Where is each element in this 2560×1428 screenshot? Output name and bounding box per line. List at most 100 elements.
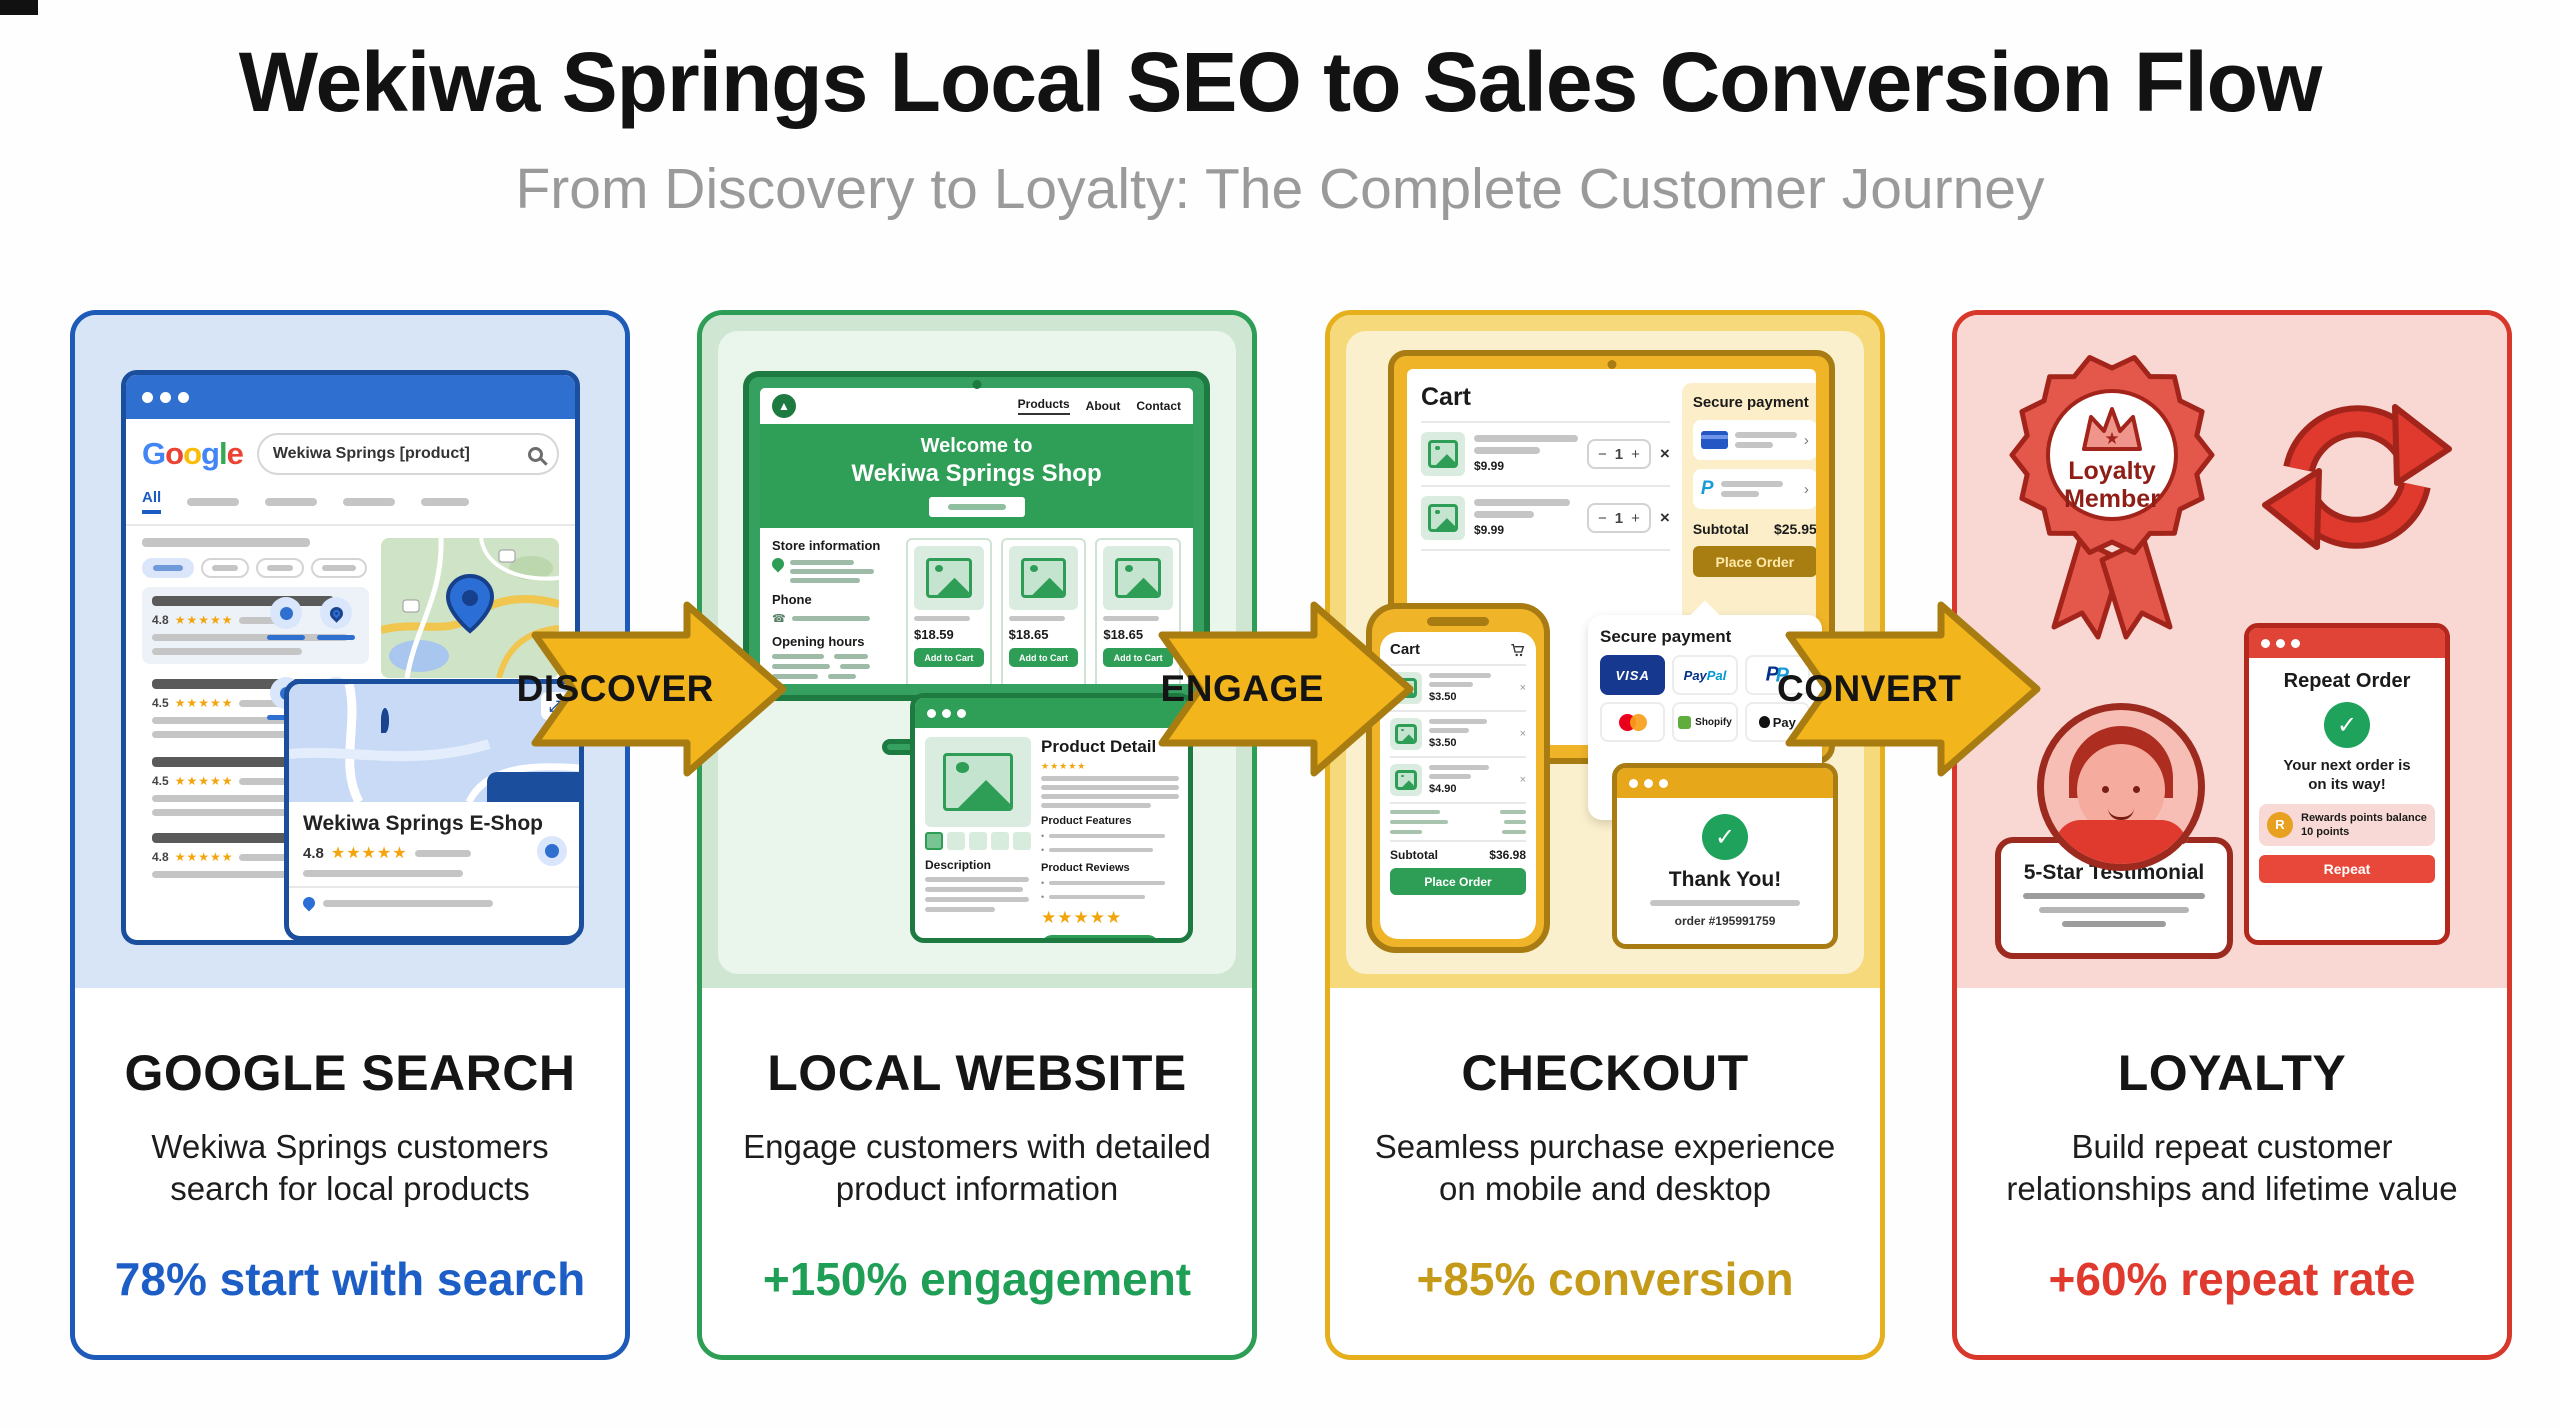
- product-image-placeholder: [1008, 546, 1079, 610]
- chevron-right-icon: ›: [1803, 480, 1809, 498]
- panel-stat: +85% conversion: [1416, 1253, 1794, 1306]
- arrow-engage-label: ENGAGE: [1160, 668, 1324, 709]
- rating-stars-icon: ★★★★★: [1041, 761, 1087, 771]
- product-card[interactable]: $18.65 Add to Cart: [1095, 538, 1182, 684]
- rating-value: 4.8: [152, 613, 169, 627]
- eshop-map[interactable]: ⤢: [289, 684, 579, 802]
- search-result-row[interactable]: 4.8 ★★★★★: [142, 829, 369, 882]
- product-card[interactable]: $18.59 Add to Cart: [906, 538, 992, 684]
- location-pin-icon: [300, 894, 318, 912]
- map-pin-icon: [381, 708, 389, 733]
- nav-contact[interactable]: Contact: [1136, 399, 1181, 413]
- quantity-stepper[interactable]: − 1 +: [1587, 439, 1651, 469]
- repeat-order-window: Repeat Order ✓ Your next order is on its…: [2244, 623, 2450, 945]
- visa-logo[interactable]: VISA: [1600, 655, 1666, 695]
- directions-action[interactable]: [317, 597, 355, 640]
- store-info-heading: Store information: [772, 538, 881, 553]
- product-detail-window: Description Product Detail ★★★★★ Produ: [910, 693, 1193, 943]
- google-logo-letter: g: [201, 436, 220, 471]
- panel-description: Engage customers with detailed product i…: [743, 1128, 1211, 1208]
- plus-icon[interactable]: +: [1631, 445, 1640, 463]
- panel-title: LOCAL WEBSITE: [767, 1045, 1187, 1101]
- add-to-cart-button[interactable]: Add to Cart: [914, 648, 984, 667]
- nav-products[interactable]: Products: [1017, 397, 1070, 415]
- thumbnail-row[interactable]: [925, 832, 1031, 850]
- shop-logo-icon: ▲: [772, 394, 796, 418]
- plus-icon[interactable]: +: [1631, 509, 1640, 527]
- secure-payment-heading: Secure payment: [1600, 627, 1732, 646]
- filter-chip[interactable]: [142, 558, 194, 578]
- window-dot-icon: [2276, 638, 2285, 648]
- eshop-map-card[interactable]: ⤢ Wekiwa Springs E-Shop 4.8 ★★★★★: [284, 679, 584, 941]
- add-to-cart-button[interactable]: Add to Cart: [1008, 648, 1079, 667]
- shopify-logo[interactable]: Shopify: [1672, 702, 1738, 742]
- search-result-row[interactable]: 4.5 ★★★★★: [142, 753, 369, 820]
- window-dot-icon: [942, 708, 951, 718]
- search-input[interactable]: Wekiwa Springs [product]: [256, 433, 559, 475]
- website-action[interactable]: [267, 597, 305, 640]
- paypal-text: Pal: [1706, 667, 1727, 683]
- place-order-button[interactable]: Place Order: [1692, 546, 1816, 577]
- tab-placeholder[interactable]: [343, 497, 396, 506]
- panel-stat: 78% start with search: [114, 1253, 586, 1306]
- remove-item-icon[interactable]: ×: [1519, 682, 1526, 694]
- browser-titlebar: [126, 375, 575, 419]
- product-card[interactable]: $18.65 Add to Cart: [1000, 538, 1087, 684]
- search-result-row[interactable]: 4.8 ★★★★★: [142, 587, 369, 664]
- add-to-cart-button[interactable]: Add to Cart: [1041, 935, 1159, 938]
- filter-chip[interactable]: [311, 558, 367, 578]
- panel-title: LOYALTY: [2117, 1045, 2347, 1101]
- detail-title: Product Detail: [1041, 737, 1157, 756]
- paypal-p-logo[interactable]: P P: [1744, 655, 1810, 695]
- globe-icon[interactable]: [270, 597, 302, 629]
- filter-chip[interactable]: [256, 558, 304, 578]
- badge-line2: Member: [2064, 485, 2160, 513]
- panel-loyalty: ★ Loyalty Member: [1952, 310, 2512, 1360]
- search-icon[interactable]: [528, 446, 543, 462]
- panel-title: CHECKOUT: [1461, 1045, 1749, 1101]
- checkout-caption: CHECKOUT Seamless purchase experience on…: [1330, 988, 1880, 1355]
- directions-icon[interactable]: [537, 836, 567, 866]
- website-screen: ▲ Products About Contact Welcome to Weki…: [760, 388, 1193, 684]
- map-image[interactable]: [381, 538, 559, 678]
- hero-cta-button[interactable]: [928, 497, 1025, 517]
- place-order-button[interactable]: Place Order: [1390, 868, 1526, 895]
- google-logo: Google: [142, 436, 244, 472]
- remove-item-icon[interactable]: ×: [1519, 774, 1526, 786]
- thank-you-window: ✓ Thank You! order #195991759: [1612, 763, 1838, 949]
- product-price: $18.65: [1008, 627, 1049, 642]
- tab-all[interactable]: All: [142, 489, 162, 514]
- arrow-shape: [1785, 601, 2041, 777]
- tab-placeholder[interactable]: [421, 497, 470, 506]
- payment-method-card[interactable]: ›: [1692, 420, 1816, 460]
- phone-icon: ☎: [772, 613, 786, 625]
- quantity-stepper[interactable]: − 1 +: [1587, 503, 1651, 533]
- desktop-monitor: ▲ Products About Contact Welcome to Weki…: [743, 371, 1210, 701]
- item-price: $3.50: [1429, 691, 1457, 703]
- mastercard-logo[interactable]: [1600, 702, 1666, 742]
- filter-chip[interactable]: [201, 558, 249, 578]
- checkout-illustration: Cart $9.99 − 1 +: [1330, 315, 1880, 988]
- tab-placeholder[interactable]: [187, 497, 240, 506]
- remove-item-icon[interactable]: ×: [1659, 508, 1670, 527]
- item-price: $9.99: [1474, 459, 1505, 473]
- nav-about[interactable]: About: [1085, 399, 1121, 413]
- remove-item-icon[interactable]: ×: [1659, 444, 1670, 463]
- minus-icon[interactable]: −: [1598, 509, 1607, 527]
- tab-placeholder[interactable]: [265, 497, 318, 506]
- thank-you-heading: Thank You!: [1668, 868, 1782, 891]
- add-to-cart-button[interactable]: Add to Cart: [1103, 648, 1174, 667]
- repeat-button[interactable]: Repeat: [2259, 854, 2435, 883]
- cart-item-row: $3.50 ×: [1390, 718, 1526, 750]
- map-pin-icon[interactable]: [320, 597, 352, 629]
- panel-stat: +60% repeat rate: [2048, 1253, 2416, 1306]
- arrow-engage: ENGAGE: [1155, 598, 1417, 780]
- remove-item-icon[interactable]: ×: [1519, 728, 1526, 740]
- payment-method-paypal[interactable]: P ›: [1692, 469, 1816, 509]
- google-search-illustration: Google Wekiwa Springs [product] All: [75, 315, 625, 988]
- features-heading: Product Features: [1041, 815, 1132, 827]
- quantity-value: 1: [1614, 445, 1624, 463]
- minus-icon[interactable]: −: [1598, 445, 1607, 463]
